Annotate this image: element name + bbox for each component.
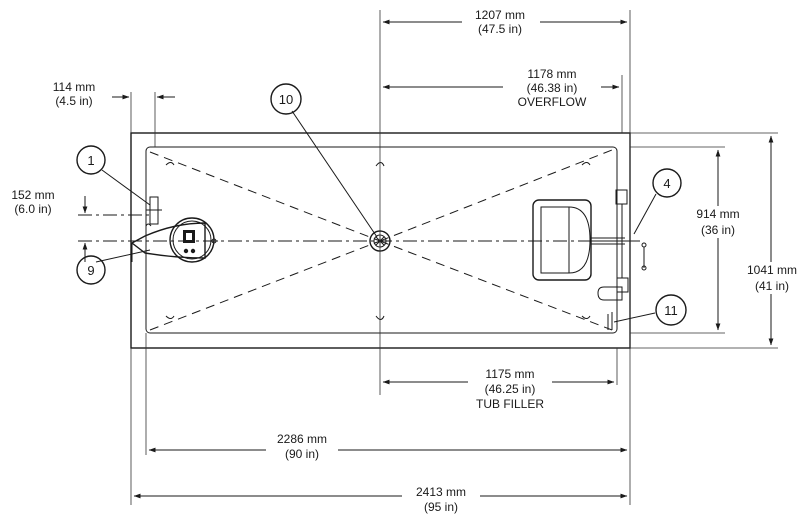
center-line — [78, 214, 640, 242]
dim-label-2286: 2286 mm (90 in) — [266, 431, 338, 461]
dim-overflow-label: OVERFLOW — [518, 95, 587, 109]
dim-1178-mm: 1178 mm — [527, 67, 576, 81]
dim-1207-in: (47.5 in) — [478, 22, 522, 36]
slope-lines — [149, 149, 613, 331]
dim-label-1041: 1041 mm (41 in) — [743, 262, 801, 294]
dim-label-2413: 2413 mm (95 in) — [402, 484, 480, 514]
leader-lines — [95, 110, 657, 323]
dim-2413-mm: 2413 mm — [416, 485, 466, 499]
callout-1: 1 — [76, 145, 106, 175]
callout-4: 4 — [652, 168, 682, 198]
dim-1175-mm: 1175 mm — [485, 367, 534, 381]
dim-114-mm: 114 mm — [53, 80, 95, 94]
callout-10: 10 — [270, 83, 302, 115]
dim-tub-filler-label: TUB FILLER — [476, 397, 544, 411]
callout-10-number: 10 — [279, 92, 293, 107]
dim-1175-in: (46.25 in) — [485, 382, 536, 396]
callout-11-number: 11 — [664, 303, 678, 318]
callout-11: 11 — [655, 294, 687, 326]
dim-1041-in: (41 in) — [755, 279, 789, 293]
dim-114-in: (4.5 in) — [55, 94, 92, 108]
dim-label-152: 152 mm (6.0 in) — [11, 188, 54, 216]
dim-label-1178: 1178 mm (46.38 in) OVERFLOW — [503, 66, 601, 110]
callout-1-number: 1 — [87, 153, 94, 168]
support-marks — [165, 162, 591, 320]
extension-lines — [130, 10, 778, 505]
dim-914-mm: 914 mm — [696, 207, 739, 221]
callout-4-number: 4 — [663, 176, 670, 191]
dim-152-in: (6.0 in) — [14, 202, 51, 216]
dim-152-mm: 152 mm — [11, 188, 54, 202]
dim-2413-in: (95 in) — [424, 500, 458, 514]
callout-9-number: 9 — [87, 263, 94, 278]
headrest — [130, 217, 218, 263]
dim-1041-mm: 1041 mm — [747, 263, 797, 277]
dim-label-1175: 1175 mm (46.25 in) TUB FILLER — [468, 366, 552, 412]
dim-2286-in: (90 in) — [285, 447, 319, 461]
dim-label-914: 914 mm (36 in) — [687, 206, 749, 238]
bracket-1 — [146, 196, 162, 225]
dim-914-in: (36 in) — [701, 223, 735, 237]
tub-filler — [532, 189, 647, 330]
dim-label-114: 114 mm (4.5 in) — [53, 80, 95, 108]
callout-9: 9 — [76, 255, 106, 285]
dim-1207-mm: 1207 mm — [475, 8, 525, 22]
dim-label-1207: 1207 mm (47.5 in) — [462, 6, 540, 38]
dim-1178-in: (46.38 in) — [527, 81, 578, 95]
dim-2286-mm: 2286 mm — [277, 432, 327, 446]
